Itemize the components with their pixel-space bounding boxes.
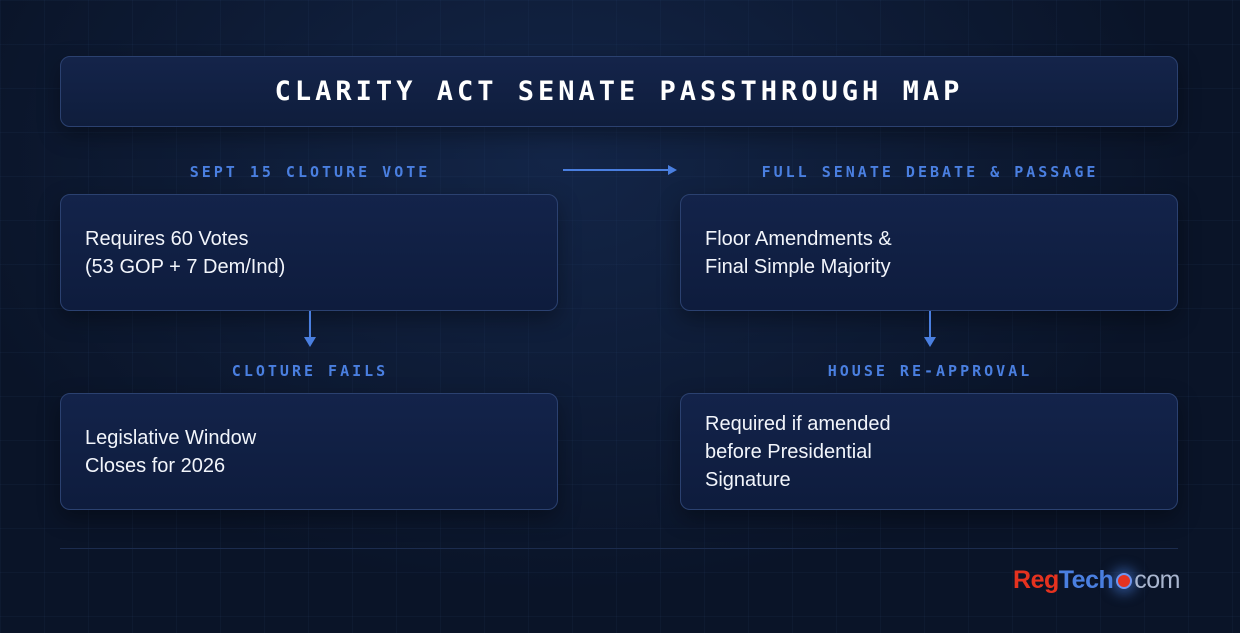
footer-divider — [60, 548, 1178, 549]
card-line: Legislative Window — [85, 426, 257, 449]
stage-label-full-senate: FULL SENATE DEBATE & PASSAGE — [761, 163, 1099, 181]
stage-label-cloture-vote: SEPT 15 CLOTURE VOTE — [189, 163, 431, 181]
page-title: CLARITY ACT SENATE PASSTHROUGH MAP — [274, 76, 964, 107]
card-line: Floor Amendments & — [705, 227, 892, 250]
card-line: Final Simple Majority — [705, 255, 891, 278]
arrow-down-icon — [924, 311, 936, 347]
card-full-senate: Floor Amendments & Final Simple Majority — [680, 194, 1178, 311]
brand-logo: Reg Tech com — [1013, 566, 1180, 595]
brand-dot-icon — [1116, 572, 1133, 589]
card-line: Requires 60 Votes — [85, 227, 249, 250]
arrow-right-icon — [563, 165, 677, 175]
card-line: Required if amended — [705, 412, 891, 435]
title-banner: CLARITY ACT SENATE PASSTHROUGH MAP — [60, 56, 1178, 127]
brand-logo-com: com — [1134, 566, 1180, 594]
card-house-reapproval: Required if amended before Presidential … — [680, 393, 1178, 510]
stage-label-cloture-fails: CLOTURE FAILS — [231, 362, 389, 380]
card-line: Closes for 2026 — [85, 454, 226, 477]
card-line: Signature — [705, 468, 791, 491]
brand-logo-tech: Tech — [1058, 566, 1114, 594]
arrow-down-icon — [304, 311, 316, 347]
card-line: before Presidential — [705, 440, 872, 463]
card-cloture-vote: Requires 60 Votes (53 GOP + 7 Dem/Ind) — [60, 194, 558, 311]
brand-logo-reg: Reg — [1013, 566, 1059, 594]
stage-label-house-reapproval: HOUSE RE-APPROVAL — [827, 362, 1033, 380]
card-cloture-fails: Legislative Window Closes for 2026 — [60, 393, 558, 510]
card-line: (53 GOP + 7 Dem/Ind) — [85, 255, 286, 278]
